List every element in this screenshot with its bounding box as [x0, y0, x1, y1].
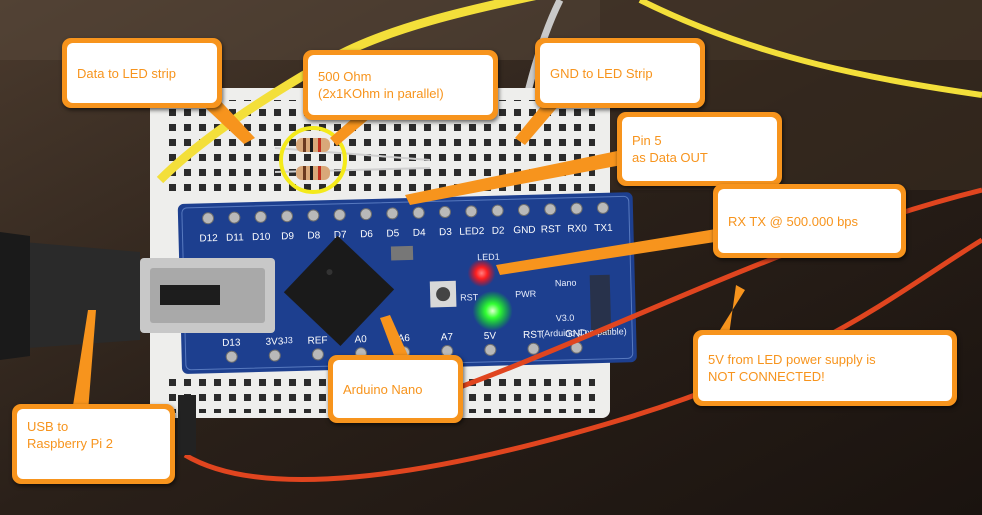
- callout-rxtx-text: RX TX @ 500.000 bps: [718, 189, 901, 253]
- usb-connector: [0, 232, 275, 360]
- callout-gnd-to-led: GND to LED Strip: [535, 38, 705, 108]
- silk-nano: Nano: [555, 278, 577, 289]
- callout-resistor-text: 500 Ohm (2x1KOhm in parallel): [308, 55, 493, 115]
- pin-tx1: [596, 201, 609, 214]
- callout-pointers: [72, 92, 745, 412]
- usb-cable: [0, 240, 140, 350]
- callout-data-to-led: Data to LED strip: [62, 38, 222, 108]
- pin-d2: [491, 204, 504, 217]
- pin-d11: [228, 211, 241, 224]
- callout-arduino-text: Arduino Nano: [333, 360, 458, 418]
- pin-label-d6: D6: [360, 229, 374, 240]
- silk-pwr: PWR: [515, 289, 537, 300]
- pin-d4: [412, 206, 425, 219]
- pin-label-a0: A0: [354, 334, 367, 345]
- silk-led1: LED1: [477, 252, 500, 263]
- callout-arduino: Arduino Nano: [328, 355, 463, 423]
- top-pin-header: D12 D11 D10 D9 D8 D7 D6 D5 D4 D3 LED2 D2 GND RST RX0 TX…: [199, 201, 613, 244]
- led-tx-red: [467, 259, 496, 288]
- pin-label-rx0: RX0: [567, 223, 587, 235]
- pin-label-d13: D13: [222, 337, 241, 348]
- callout-resistor: 500 Ohm (2x1KOhm in parallel): [303, 50, 498, 120]
- yellow-wire-right: [638, 0, 982, 98]
- pin-label-3v3: 3V3: [265, 336, 284, 347]
- pin-d7: [333, 208, 346, 221]
- pin-led2: [465, 205, 478, 218]
- pin-label-d2: D2: [492, 225, 506, 236]
- resistor-highlight-circle: [279, 126, 347, 194]
- pin-label-d7: D7: [334, 230, 348, 241]
- callout-pin5: Pin 5 as Data OUT: [617, 112, 782, 186]
- bottom-pin-header: D13 3V3 REF A0 A6 A7 5V RST GND: [222, 328, 588, 363]
- silk-rst: RST: [460, 292, 479, 302]
- red-wire-lower: [183, 237, 982, 483]
- pin-d12: [202, 212, 215, 225]
- pin-d9: [281, 210, 294, 223]
- callout-usb: USB to Raspberry Pi 2: [12, 404, 175, 484]
- pin-rst: [527, 342, 540, 355]
- pin-gnd: [517, 203, 530, 216]
- pin-label-tx1: TX1: [594, 223, 613, 234]
- callout-data-to-led-text: Data to LED strip: [67, 43, 217, 103]
- pin-d8: [307, 209, 320, 222]
- pin-label-rst: RST: [523, 330, 543, 342]
- callout-usb-text: USB to Raspberry Pi 2: [17, 409, 170, 479]
- callout-gnd-to-led-text: GND to LED Strip: [540, 43, 700, 103]
- pin-label-led2: LED2: [459, 226, 485, 238]
- pin-d10: [254, 210, 267, 223]
- pin-label-d12: D12: [199, 233, 218, 244]
- pin-ref: [311, 348, 324, 361]
- pin-label-d9: D9: [281, 231, 295, 242]
- pin-label-d5: D5: [386, 228, 400, 239]
- pin-label-d3: D3: [439, 227, 453, 238]
- led-power-green: [472, 290, 513, 331]
- pin-d6: [359, 208, 372, 221]
- callout-pin5-text: Pin 5 as Data OUT: [622, 117, 777, 181]
- pin-label-gnd: GND: [565, 328, 588, 340]
- pin-label-d4: D4: [413, 228, 427, 239]
- atmega-chip: [283, 235, 395, 346]
- callout-power-text: 5V from LED power supply is NOT CONNECTE…: [698, 335, 952, 401]
- silk-version: V3.0: [556, 313, 575, 323]
- pin-label-rst: RST: [541, 224, 561, 236]
- callout-rxtx: RX TX @ 500.000 bps: [713, 184, 906, 258]
- callout-power: 5V from LED power supply is NOT CONNECTE…: [693, 330, 957, 406]
- pin-3v3: [268, 349, 281, 362]
- pin-label-a7: A7: [441, 332, 454, 343]
- pcb: [177, 192, 637, 374]
- pin-d3: [438, 206, 451, 219]
- black-wire-end: [178, 395, 196, 455]
- pin-label-gnd: GND: [513, 225, 536, 237]
- pin-label-d8: D8: [307, 230, 321, 241]
- pin-label-d11: D11: [226, 232, 244, 243]
- pin-d13: [225, 350, 238, 363]
- pin-label-ref: REF: [307, 335, 327, 347]
- pin-rst: [544, 203, 557, 216]
- pin-rx0: [570, 202, 583, 215]
- pin-label-5v: 5V: [484, 331, 497, 342]
- resistors: [274, 126, 431, 194]
- silk-j3: J3: [283, 335, 293, 345]
- pin-5v: [484, 343, 497, 356]
- pin-label-d10: D10: [252, 232, 271, 243]
- pin-label-a6: A6: [398, 333, 411, 344]
- pin-d5: [386, 207, 399, 220]
